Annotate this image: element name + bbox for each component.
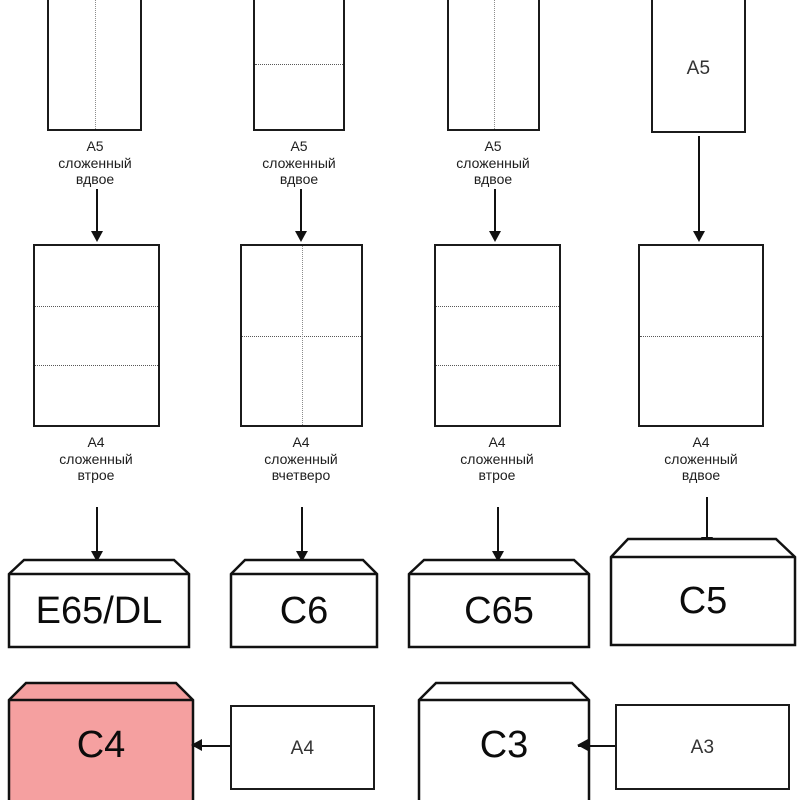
- envelope-c5-label: C5: [679, 580, 728, 622]
- envelope-c4-label: C4: [77, 724, 126, 766]
- envelope-c5[interactable]: C5: [608, 535, 798, 648]
- fold-line-horizontal: [255, 63, 343, 65]
- sheet-a4-bottom: A4: [230, 705, 375, 790]
- envelope-e65-dl-label: E65/DL: [36, 590, 163, 632]
- fold-line-vertical: [493, 0, 495, 129]
- sheet-a4-half: [638, 244, 764, 427]
- caption-a5-half-1: A5 сложенный вдвое: [58, 138, 132, 187]
- envelope-c6-label: C6: [280, 590, 329, 632]
- caption-a5-half-3: A5 сложенный вдвое: [456, 138, 530, 187]
- sheet-a5-half-2: [253, 0, 345, 131]
- caption-a4-thirds-1: A4 сложенный втрое: [59, 434, 133, 483]
- envelope-c3-label: C3: [480, 724, 529, 766]
- fold-line-horizontal-upper: [436, 305, 559, 307]
- envelope-c65[interactable]: C65: [406, 556, 592, 650]
- caption-a4-half: A4 сложенный вдвое: [664, 434, 738, 483]
- sheet-a3-bottom: A3: [615, 704, 790, 790]
- caption-a4-quarters: A4 сложенный вчетверо: [264, 434, 338, 483]
- fold-line-horizontal-upper: [35, 305, 158, 307]
- sheet-a4-bottom-label: A4: [290, 738, 315, 759]
- envelope-c6[interactable]: C6: [228, 556, 380, 650]
- envelope-c3[interactable]: C3: [416, 680, 592, 800]
- caption-a5-half-2: A5 сложенный вдвое: [262, 138, 336, 187]
- envelope-e65-dl[interactable]: E65/DL: [6, 556, 192, 650]
- fold-line-vertical: [94, 0, 96, 129]
- fold-line-vertical: [301, 246, 303, 425]
- fold-line-horizontal: [640, 335, 762, 337]
- sheet-a5-half-1: [47, 0, 142, 131]
- fold-line-horizontal-lower: [35, 365, 158, 367]
- fold-line-horizontal-lower: [436, 365, 559, 367]
- envelope-c65-label: C65: [464, 590, 534, 632]
- envelope-c4[interactable]: C4: [6, 680, 196, 800]
- sheet-a4-thirds-1: [33, 244, 160, 427]
- sheet-a4-thirds-2: [434, 244, 561, 427]
- caption-a4-thirds-2: A4 сложенный втрое: [460, 434, 534, 483]
- sheet-a5-plain-label: A5: [686, 58, 711, 79]
- sheet-a5-plain: A5: [651, 0, 746, 133]
- sheet-a5-half-3: [447, 0, 540, 131]
- sheet-a3-bottom-label: A3: [690, 737, 715, 758]
- sheet-a4-quarters: [240, 244, 363, 427]
